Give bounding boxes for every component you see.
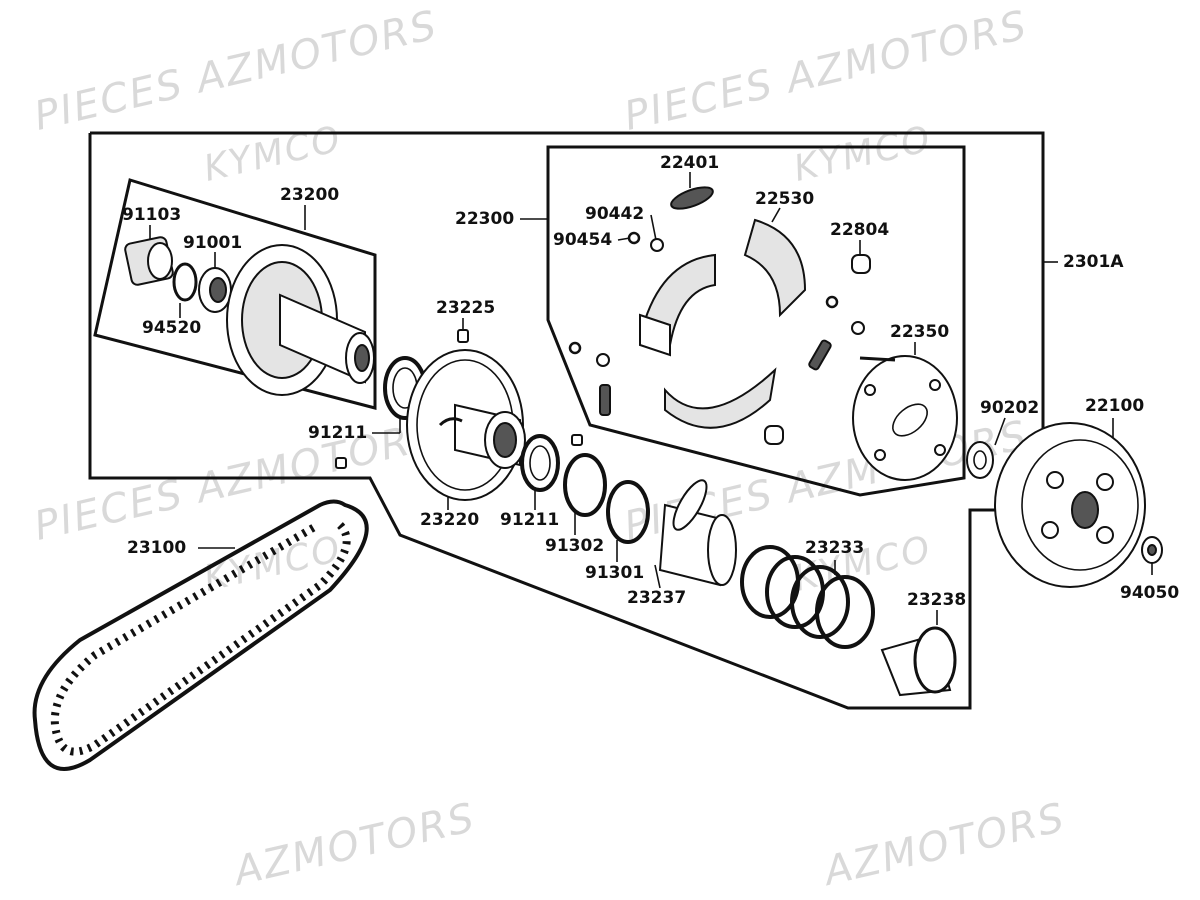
part-23200-driven-face	[226, 244, 375, 396]
part-washer	[851, 321, 865, 335]
label-23100: 23100	[127, 538, 187, 558]
part-pin	[335, 457, 347, 469]
part-23220-sliding-face	[406, 349, 526, 501]
part-washer	[596, 353, 610, 367]
part-94520-circlip	[172, 262, 198, 302]
part-clip	[825, 295, 839, 309]
label-22804: 22804	[830, 220, 890, 240]
label-23225: 23225	[436, 298, 496, 318]
group-frame-23200	[93, 178, 377, 410]
part-90442-washer	[650, 238, 664, 252]
part-23237-seal-collar	[658, 479, 737, 587]
part-90454-clip	[627, 231, 641, 245]
part-91302-o-ring	[563, 453, 607, 517]
part-22530-clutch-shoes	[639, 218, 807, 429]
part-22350-drive-plate	[852, 355, 958, 481]
label-91001: 91001	[183, 233, 243, 253]
label-23220: 23220	[420, 510, 480, 530]
label-22350: 22350	[890, 322, 950, 342]
label-23237: 23237	[627, 588, 687, 608]
part-pin	[571, 434, 583, 446]
part-23225-guide-pin	[457, 329, 469, 343]
label-23200: 23200	[280, 185, 340, 205]
label-91103: 91103	[122, 205, 182, 225]
part-22100-clutch-outer	[994, 422, 1146, 588]
part-pin	[599, 384, 611, 416]
label-22100: 22100	[1085, 396, 1145, 416]
label-91211-right: 91211	[500, 510, 560, 530]
label-2301A: 2301A	[1063, 252, 1124, 272]
part-91301-o-ring	[606, 480, 650, 544]
label-90442: 90442	[585, 204, 645, 224]
leader-lines	[149, 172, 1153, 625]
label-91211-left: 91211	[308, 423, 368, 443]
label-22300: 22300	[455, 209, 515, 229]
part-91001-ball-bearing	[198, 267, 232, 313]
part-23238-spring-seat	[880, 626, 957, 697]
part-23233-driven-spring	[740, 545, 875, 649]
label-22530: 22530	[755, 189, 815, 209]
label-23233: 23233	[805, 538, 865, 558]
part-22401-clutch-spring	[670, 186, 714, 210]
label-94520: 94520	[142, 318, 202, 338]
part-damper	[764, 425, 784, 445]
part-23100-drive-belt	[32, 499, 369, 771]
label-90202: 90202	[980, 398, 1040, 418]
part-94050-nut	[1141, 536, 1163, 564]
label-22401: 22401	[660, 153, 720, 173]
part-90202-nut	[966, 441, 994, 479]
label-91301: 91301	[585, 563, 645, 583]
part-91103-needle-bearing	[124, 236, 174, 286]
assembly-frame-2301A	[88, 131, 1045, 710]
label-94050: 94050	[1120, 583, 1180, 603]
label-23238: 23238	[907, 590, 967, 610]
label-91302: 91302	[545, 536, 605, 556]
label-90454: 90454	[553, 230, 613, 250]
group-frame-22300	[546, 145, 966, 497]
part-clip	[568, 341, 582, 355]
part-22804-damper	[851, 254, 871, 274]
part-91211-oil-seal-2	[520, 434, 560, 492]
part-pin	[808, 339, 832, 371]
